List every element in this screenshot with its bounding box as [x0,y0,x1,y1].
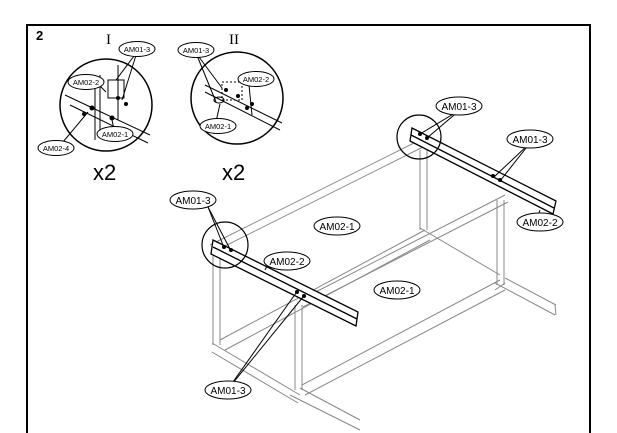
detail-i-numeral: I [106,32,111,48]
detail-i-label-am02-1: AM02-1 [102,130,128,139]
detail-i-labels: AM01-3 AM02-2 AM02-4 AM02-1 [37,41,156,156]
detail-ii-quantity: x2 [222,160,246,185]
main-label-am02-2-front: AM02-2 [269,257,304,268]
back-cross-beam [409,127,557,215]
detail-i-label-am01-3: AM01-3 [124,45,150,54]
main-label-am01-3-bottom: AM01-3 [210,386,245,397]
detail-i-label-am02-4: AM02-4 [43,144,69,153]
detail-i-label-am02-2: AM02-2 [73,78,99,87]
main-labels: AM01-3 AM01-3 AM01-3 AM01-3 AM02-1 AM02-… [169,96,564,400]
detail-ii-labels: AM01-3 AM02-2 AM02-1 [177,42,275,134]
detail-ii-label-am02-1: AM02-1 [205,122,231,131]
detail-ii-label-am01-3: AM01-3 [183,46,209,55]
detail-ii-numeral: II [229,32,239,48]
main-label-am02-1-back: AM02-1 [319,222,354,233]
table-frame [209,139,557,431]
main-label-am01-3-right: AM01-3 [512,135,547,146]
main-label-am02-2-back: AM02-2 [522,218,557,229]
front-cross-beam [210,239,359,327]
detail-i-quantity: x2 [93,160,117,185]
main-label-am02-1-front: AM02-1 [379,286,414,297]
main-label-am01-3-front: AM01-3 [175,196,210,207]
detail-circle-back [396,114,442,160]
detail-circle-front [201,221,249,269]
detail-ii-label-am02-2: AM02-2 [243,75,269,84]
main-label-am01-3-back: AM01-3 [441,102,476,113]
step-number: 2 [36,28,44,43]
step-frame [26,24,591,433]
